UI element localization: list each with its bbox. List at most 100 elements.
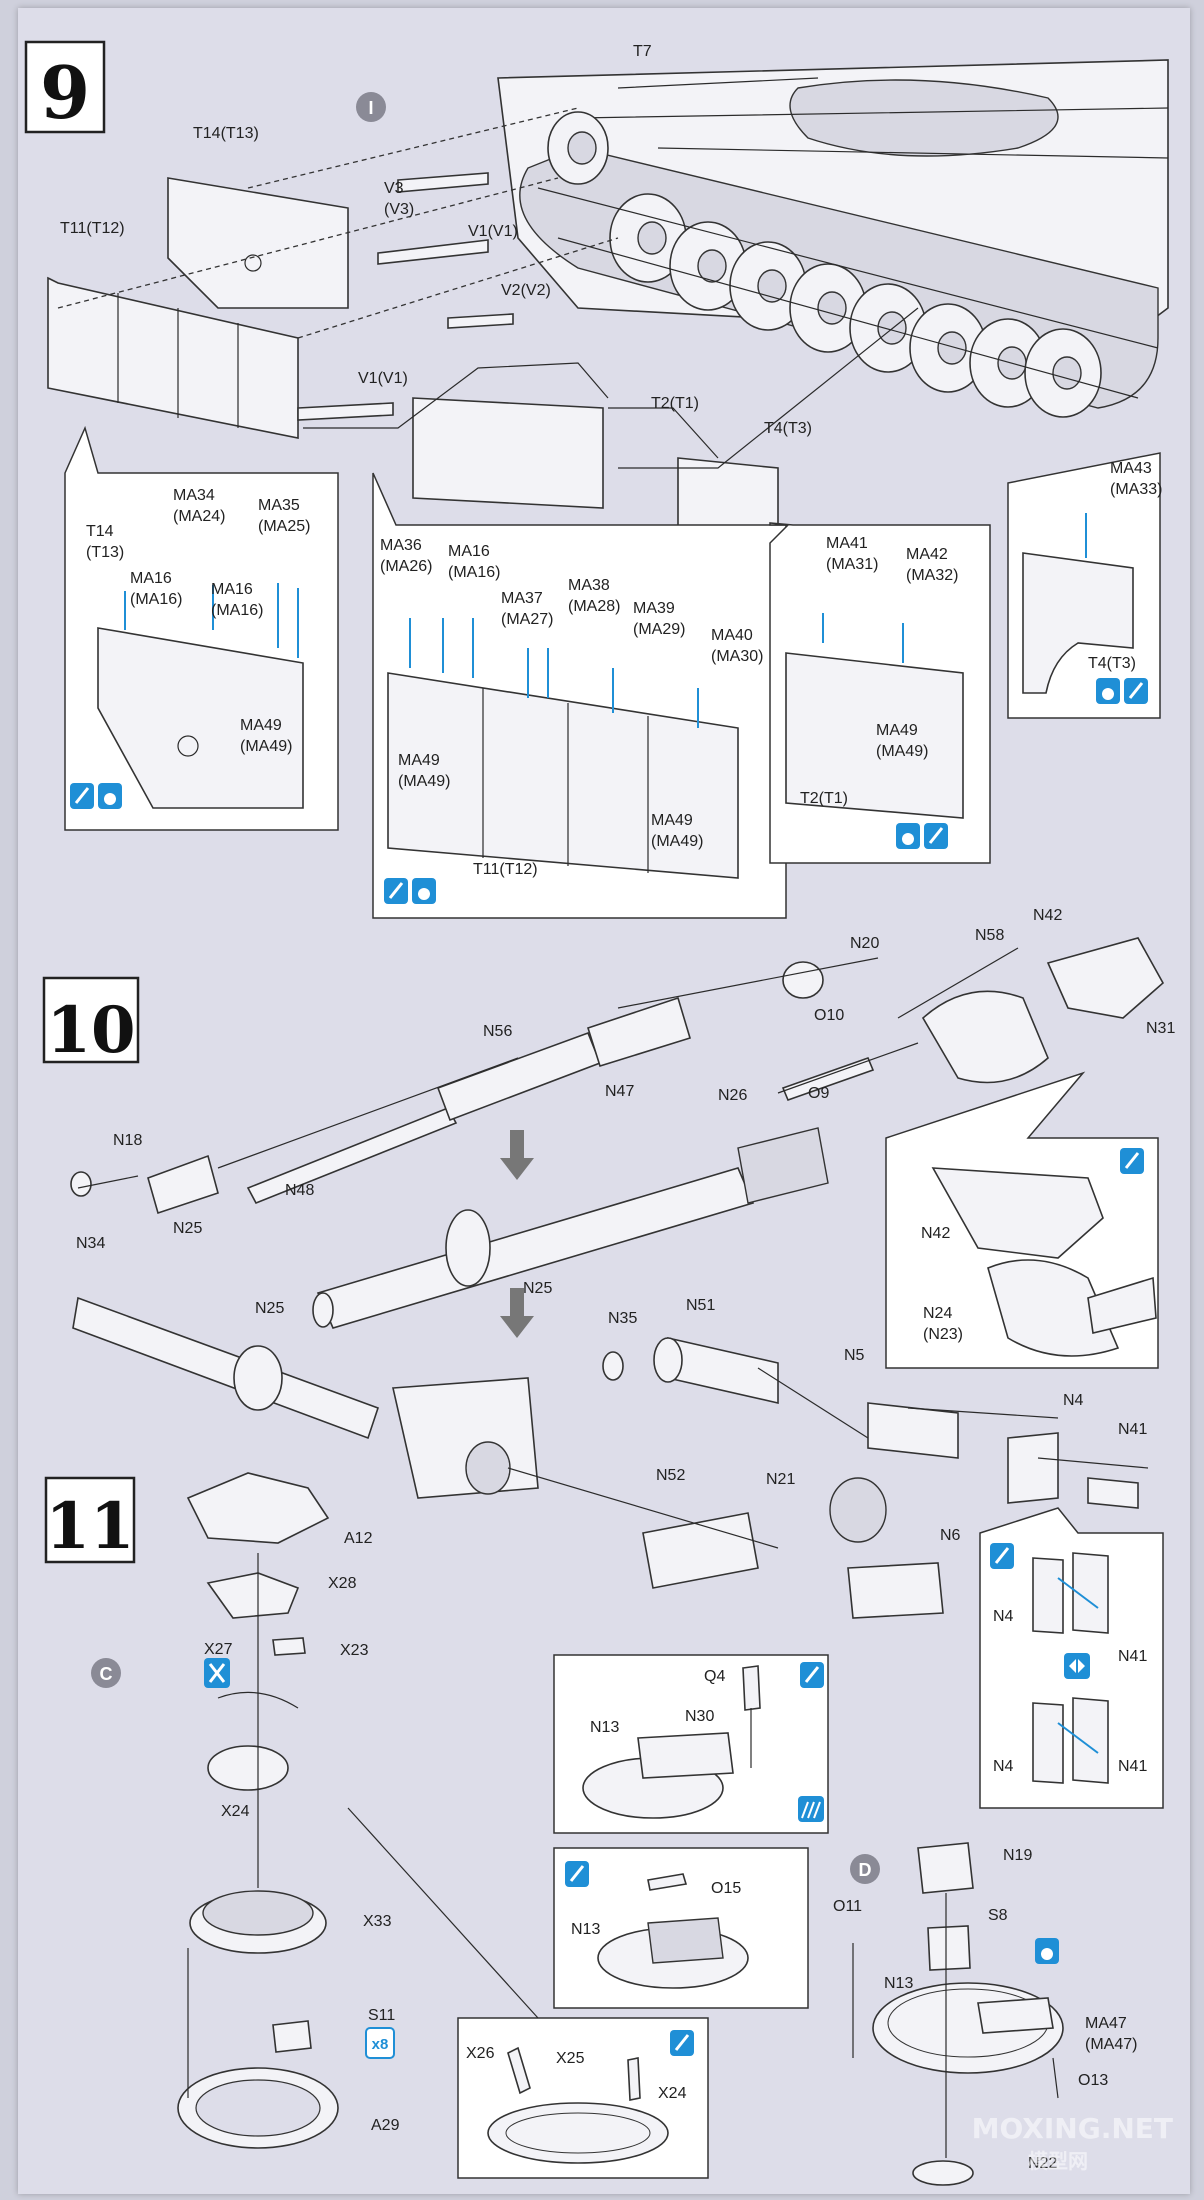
detail-label: (MA49) xyxy=(398,773,450,790)
label: N34 xyxy=(76,1235,105,1252)
paint-icon xyxy=(384,878,408,904)
barrel-parts xyxy=(70,937,1165,1215)
label: N35 xyxy=(608,1310,637,1327)
step-9-marker-label: I xyxy=(368,98,373,118)
step-9-marker xyxy=(356,92,386,122)
label: N47 xyxy=(605,1083,634,1100)
detail-label: T14 xyxy=(86,523,114,540)
detail-label: N4 xyxy=(993,1758,1014,1775)
detail-label: MA49 xyxy=(876,722,918,739)
detail-label: (MA49) xyxy=(876,743,928,760)
detail-label: O11 xyxy=(833,1898,862,1915)
label: N25 xyxy=(523,1280,552,1297)
step-10-number: 10 xyxy=(46,993,135,1068)
detail-label: Q4 xyxy=(704,1668,725,1685)
wheel-hub xyxy=(757,269,787,303)
wheel-hub xyxy=(567,131,597,165)
watermark-text: MOXING.NET xyxy=(972,2112,1173,2145)
detail-label: (MA16) xyxy=(448,564,500,581)
do-not-glue-icon xyxy=(204,1658,230,1688)
label-t7: T7 xyxy=(633,43,652,60)
label: N51 xyxy=(686,1297,715,1314)
label: X23 xyxy=(340,1642,369,1659)
label-v3: V3 xyxy=(384,180,404,197)
detail-label: N30 xyxy=(685,1708,714,1725)
skirt-t2 xyxy=(412,397,604,509)
label: A12 xyxy=(344,1530,373,1547)
label: N56 xyxy=(483,1023,512,1040)
detail-label: (T13) xyxy=(86,544,124,561)
glue-icon xyxy=(98,783,122,809)
detail-label: MA34 xyxy=(173,487,215,504)
detail-label: MA43 xyxy=(1110,460,1152,477)
detail-box-n42: N42 N24 (N23) xyxy=(885,1071,1159,1369)
step-11-marker-d xyxy=(850,1854,880,1884)
detail-label: (MA24) xyxy=(173,508,225,525)
label: N25 xyxy=(255,1300,284,1317)
detail-box-n4: N4 N41 N4 N41 xyxy=(979,1507,1164,1809)
detail-label: MA49 xyxy=(398,752,440,769)
detail-box-t2: MA41 (MA31) MA42 (MA32) MA49 (MA49) T2(T… xyxy=(769,522,991,864)
label: N42 xyxy=(1033,907,1062,924)
step-11-box xyxy=(44,1476,136,1564)
detail-label: (MA49) xyxy=(651,833,703,850)
label: X26 xyxy=(466,2045,495,2062)
detail-label: MA37 xyxy=(501,590,543,607)
detail-label: S8 xyxy=(988,1907,1008,1924)
part-a12 xyxy=(186,1472,330,1544)
step-11-marker-c xyxy=(91,1658,121,1688)
label-t2: T2(T1) xyxy=(651,395,699,412)
detail-label: N13 xyxy=(884,1975,913,1992)
label: X28 xyxy=(328,1575,357,1592)
marker-d-label: D xyxy=(859,1860,872,1880)
detail-label: MA38 xyxy=(568,577,610,594)
detail-box-n13-b: O15 N13 xyxy=(553,1847,809,2009)
detail-label: MA49 xyxy=(240,717,282,734)
label-v1-a: V1(V1) xyxy=(468,223,518,240)
detail-label: MA16 xyxy=(211,581,253,598)
detail-box-t11: MA36 (MA26) MA16 (MA16) MA37 (MA27) MA38… xyxy=(372,472,787,919)
label: N18 xyxy=(113,1132,142,1149)
label-t4: T4(T3) xyxy=(764,420,812,437)
tank-hull-drawing xyxy=(497,59,1169,418)
subassembly-d: N19 O11 S8 N13 MA47 (MA47) O13 N22 xyxy=(833,1842,1137,2186)
detail-box-t14: T14 (T13) MA34 (MA24) MA35 (MA25) MA16 (… xyxy=(64,425,339,831)
detail-label: MA41 xyxy=(826,535,868,552)
watermark-subtext: 模型网 xyxy=(1028,2149,1088,2173)
detail-label: (MA31) xyxy=(826,556,878,573)
label: S11 xyxy=(368,2007,395,2024)
paint-icon xyxy=(990,1543,1014,1569)
detail-label: N24 xyxy=(923,1305,952,1322)
skirt-t11 xyxy=(47,276,299,439)
label: N41 xyxy=(1118,1421,1147,1438)
instruction-sheet: 9 I T7 xyxy=(18,8,1190,2194)
detail-label: N4 xyxy=(993,1608,1014,1625)
detail-label: MA49 xyxy=(651,812,693,829)
detail-box-x24: X26 X25 X24 xyxy=(347,1807,709,2179)
wheel-hub xyxy=(1052,356,1082,390)
label-t14: T14(T13) xyxy=(193,125,259,142)
detail-label: T4(T3) xyxy=(1088,655,1136,672)
label: N52 xyxy=(656,1467,685,1484)
paint-icon xyxy=(924,823,948,849)
detail-label: MA39 xyxy=(633,600,675,617)
paint-icon xyxy=(670,2030,694,2056)
step-9-number: 9 xyxy=(40,50,90,135)
detail-label: (MA29) xyxy=(633,621,685,638)
step-10: 10 N20 N58 N42 N31 O10 N56 N47 N26 O9 xyxy=(42,907,1175,1369)
label: N21 xyxy=(766,1471,795,1488)
detail-label: (MA30) xyxy=(711,648,763,665)
label: N4 xyxy=(1063,1392,1084,1409)
detail-label: O15 xyxy=(711,1880,741,1897)
step-11-number: 11 xyxy=(45,1489,134,1564)
detail-label: O13 xyxy=(1078,2072,1108,2089)
detail-label: N19 xyxy=(1003,1847,1032,1864)
detail-label: (MA28) xyxy=(568,598,620,615)
label: X33 xyxy=(363,1913,392,1930)
quantity-label: x8 xyxy=(372,2036,389,2053)
detail-label: MA16 xyxy=(130,570,172,587)
wheel-hub xyxy=(817,291,847,325)
wheel-hub xyxy=(877,311,907,345)
paint-icon xyxy=(70,783,94,809)
detail-label: N41 xyxy=(1118,1648,1147,1665)
